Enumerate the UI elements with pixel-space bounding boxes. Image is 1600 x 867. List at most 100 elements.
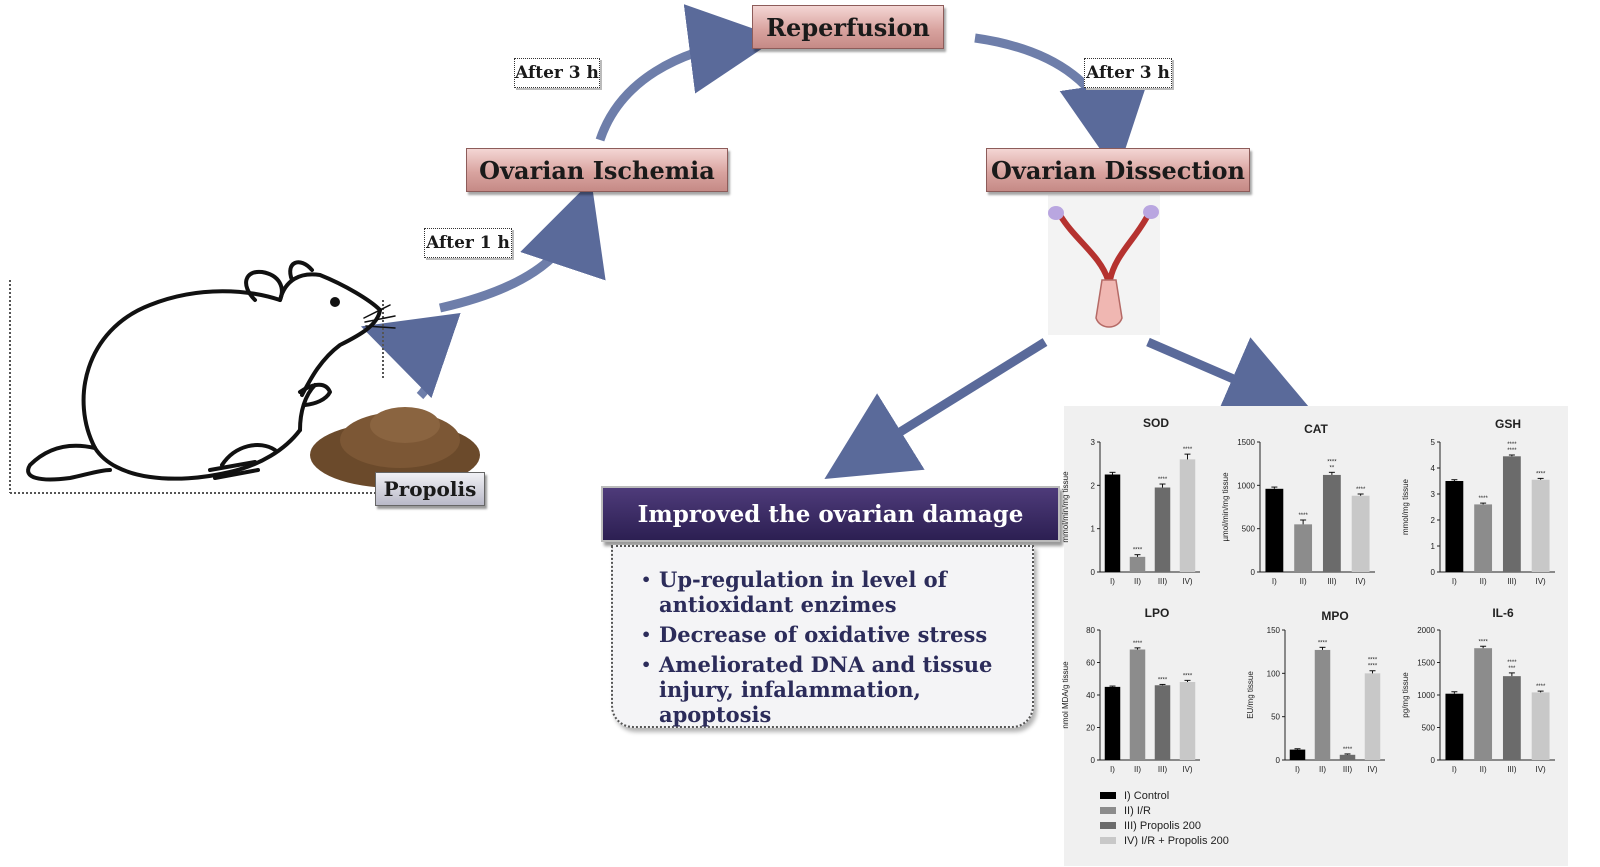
y-axis-label: EU/mg tissue [1246,671,1255,719]
chart-title: CAT [1304,422,1328,436]
bar [1322,474,1341,572]
results-list: Up-regulation in level of antioxidant en… [641,567,1022,727]
y-tick-label: 100 [1267,669,1281,678]
y-tick-label: 2 [1431,516,1436,525]
x-tick-label: I) [1452,577,1457,586]
x-tick-label: I) [1272,577,1277,586]
significance-marker: **** [1536,684,1546,690]
bar [1179,459,1196,572]
rat-frame [9,280,385,494]
result-point-1: Up-regulation in level of antioxidant en… [641,567,1022,617]
x-tick-label: II) [1319,765,1326,774]
x-tick-label: I) [1452,765,1457,774]
y-tick-label: 500 [1242,525,1256,534]
legend-swatch [1100,807,1116,814]
reperfusion-box: Reperfusion [752,5,944,49]
significance-marker: **** [1158,477,1168,483]
bar [1364,673,1381,760]
significance-marker: **** [1478,496,1488,502]
y-tick-label: 500 [1422,724,1436,733]
x-tick-label: IV) [1182,577,1193,586]
y-tick-label: 1 [1431,542,1436,551]
significance-marker: **** [1343,747,1353,753]
charts-panel [1064,406,1568,866]
chart-title: IL-6 [1492,606,1514,620]
legend-item: I) Control [1100,788,1229,803]
bar [1289,749,1306,760]
bar [1531,692,1550,760]
y-tick-label: 3 [1091,438,1096,447]
y-tick-label: 0 [1251,568,1256,577]
bar [1179,682,1196,760]
significance-marker: **** [1507,448,1517,454]
y-tick-label: 0 [1091,568,1096,577]
results-header: Improved the ovarian damage [601,486,1060,542]
bar [1104,474,1121,572]
y-tick-label: 20 [1086,724,1095,733]
ovary-illustration [1048,195,1160,335]
results-body: Up-regulation in level of antioxidant en… [611,545,1034,728]
arrow-to-results [824,338,1048,479]
x-tick-label: I) [1110,765,1115,774]
x-tick-label: III) [1158,765,1168,774]
x-tick-label: III) [1507,765,1517,774]
legend-label: IV) I/R + Propolis 200 [1124,834,1229,847]
y-tick-label: 150 [1267,626,1281,635]
chart-title: LPO [1145,606,1170,620]
bar [1474,648,1493,760]
bar [1502,676,1521,760]
bar [1314,649,1331,760]
bar [1445,693,1464,760]
y-tick-label: 40 [1086,691,1095,700]
x-tick-label: III) [1158,577,1168,586]
bar [1531,479,1550,572]
significance-marker: ** [1330,465,1335,471]
significance-marker: **** [1327,459,1337,465]
x-tick-label: III) [1343,765,1353,774]
significance-marker: **** [1356,487,1366,493]
propolis-pile [310,407,480,488]
chart-title: GSH [1495,417,1521,431]
x-tick-label: II) [1134,765,1141,774]
time-label-after-3h-left: After 3 h [514,58,600,88]
result-point-2: Decrease of oxidative stress [641,622,1022,647]
x-tick-label: III) [1327,577,1337,586]
y-tick-label: 1000 [1237,481,1255,490]
x-tick-label: II) [1300,577,1307,586]
x-tick-label: II) [1134,577,1141,586]
arrow-propolis-to-rat [360,312,461,400]
x-tick-label: II) [1480,765,1487,774]
ovarian-ischemia-box: Ovarian Ischemia [466,148,728,192]
y-tick-label: 4 [1431,464,1436,473]
bar [1129,556,1146,572]
legend-swatch [1100,792,1116,799]
arrow-to-charts [1146,337,1316,420]
y-tick-label: 50 [1271,713,1280,722]
y-tick-label: 2000 [1417,626,1435,635]
significance-marker: **** [1507,442,1517,448]
bar [1294,524,1313,572]
arrow-rat-to-ischemia [439,180,606,313]
arrow-ischemia-to-reperfusion [595,4,779,142]
significance-marker: **** [1183,447,1193,453]
bar [1474,504,1493,572]
bar [1502,456,1521,572]
significance-marker: **** [1183,673,1193,679]
bar [1445,481,1464,572]
propolis-label: Propolis [375,472,485,506]
x-tick-label: IV) [1536,765,1547,774]
y-tick-label: 1 [1091,525,1096,534]
legend-label: II) I/R [1124,804,1151,817]
x-tick-label: IV) [1182,765,1193,774]
significance-marker: **** [1507,660,1517,666]
chart-title: SOD [1143,416,1169,430]
bar [1351,495,1370,572]
y-axis-label: pg/mg tissue [1401,672,1410,718]
bar [1104,686,1121,760]
legend-item: II) I/R [1100,803,1229,818]
legend-item: IV) I/R + Propolis 200 [1100,833,1229,848]
y-tick-label: 0 [1431,756,1436,765]
significance-marker: **** [1536,471,1546,477]
bar [1339,754,1356,760]
